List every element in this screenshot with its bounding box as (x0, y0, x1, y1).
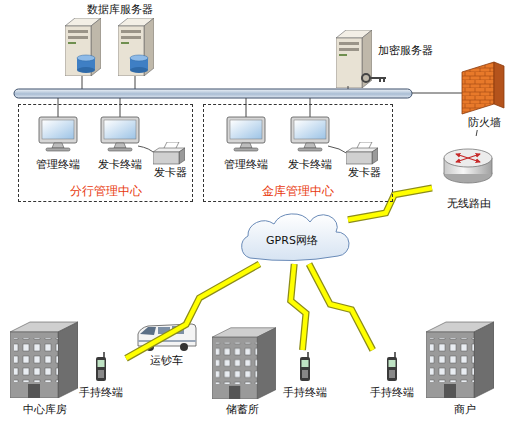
node-label: 金库管理中心 (204, 184, 392, 198)
server-icon (336, 30, 372, 88)
node-label: 发卡器 (340, 166, 388, 179)
node-label: 加密服务器 (378, 44, 442, 57)
firewall-side (494, 62, 504, 108)
building-icon (10, 322, 78, 398)
handheld-icon (96, 352, 106, 381)
building-node: 储蓄所 (204, 318, 280, 420)
node-label: GPRS网络 (236, 234, 348, 247)
terminal-node: 管理终端 (30, 112, 86, 174)
building-node: 中心库房 (4, 314, 86, 420)
wire (310, 98, 311, 117)
node-label: 分行管理中心 (19, 184, 192, 198)
lightning-link (126, 264, 259, 358)
server-icon (118, 18, 154, 76)
disk-icon (77, 67, 95, 73)
lightning-outline (309, 264, 373, 350)
firewall-icon (462, 62, 504, 114)
group-box: 金库管理中心 管理终端发卡终端发卡器 (203, 104, 393, 202)
disk-icon (130, 55, 148, 61)
wire (58, 98, 59, 117)
node-label: 发卡终端 (92, 158, 148, 171)
server-node: 加密服务器 (332, 30, 444, 92)
cable (328, 146, 348, 154)
router-top (444, 149, 492, 167)
building-node: 商户 (422, 314, 508, 420)
handheld-icon (387, 352, 397, 381)
lightning-link (309, 264, 373, 350)
van-icon (138, 324, 196, 351)
lightning-outline (126, 264, 259, 358)
node-label: 防火墙 (458, 116, 510, 129)
wire (135, 76, 136, 89)
vehicle-node: 运钞车 (130, 320, 202, 370)
building-icon (426, 322, 494, 398)
connector-path (476, 130, 477, 136)
terminal-node: 发卡终端 (92, 112, 148, 174)
cable (138, 146, 155, 154)
lightning-bolt (309, 264, 373, 350)
handheld-node: 手持终端 (366, 350, 418, 402)
database-servers (65, 18, 154, 89)
node-label: 发卡器 (148, 166, 192, 179)
card-reader-node: 发卡器 (340, 136, 388, 180)
router-node: 无线路由 (432, 136, 506, 212)
card-reader-node: 发卡器 (148, 136, 192, 180)
node-label: 管理终端 (218, 158, 274, 171)
card-reader-icon (153, 142, 185, 164)
firewall-node: 防火墙 (458, 58, 510, 130)
handheld-node: 手持终端 (76, 350, 126, 402)
lightning-bolt (126, 264, 259, 358)
node-label: 手持终端 (282, 386, 328, 399)
node-label: 储蓄所 (204, 403, 280, 416)
lightning-link (348, 188, 432, 220)
monitor-icon (101, 117, 139, 151)
node-label: 运钞车 (130, 354, 202, 367)
card-reader-icon (346, 142, 378, 164)
wire (246, 98, 247, 117)
node-label: 手持终端 (76, 386, 126, 399)
group-box: 分行管理中心 管理终端发卡终端发卡器 (18, 104, 193, 202)
router-icon (444, 149, 492, 183)
router-arrow (456, 154, 480, 162)
wire (82, 76, 83, 89)
terminal-node: 发卡终端 (282, 112, 338, 174)
server-group-node: 数据库服务器 (55, 2, 180, 86)
terminal-node: 管理终端 (218, 112, 274, 174)
handheld-node: 手持终端 (282, 350, 328, 402)
cloud-node: GPRS网络 (236, 218, 348, 264)
node-label: 数据库服务器 (60, 3, 180, 16)
lightning-outline (291, 264, 306, 350)
node-label: 发卡终端 (282, 158, 338, 171)
key-icon (362, 74, 370, 82)
connector-line (476, 130, 477, 136)
firewall-front (462, 62, 494, 114)
server-icon (65, 18, 101, 76)
monitor-icon (227, 117, 265, 151)
wire (120, 98, 121, 117)
handheld-icon (300, 352, 310, 381)
network-bus (14, 89, 412, 98)
disk-icon (77, 55, 95, 61)
router-arrow (456, 154, 480, 162)
disk-icon (130, 67, 148, 73)
lightning-outline (348, 188, 432, 220)
node-label: 无线路由 (432, 197, 506, 210)
node-label: 管理终端 (30, 158, 86, 171)
lightning-bolt (291, 264, 306, 350)
monitor-icon (291, 117, 329, 151)
encryption-server (336, 30, 386, 89)
node-label: 中心库房 (4, 403, 86, 416)
lightning-bolt (348, 188, 432, 220)
building-icon (212, 328, 276, 399)
monitor-icon (39, 117, 77, 151)
wire (412, 93, 463, 94)
node-label: 商户 (422, 403, 508, 416)
lightning-link (291, 264, 306, 350)
key-icon (370, 78, 386, 82)
node-label: 手持终端 (366, 386, 418, 399)
